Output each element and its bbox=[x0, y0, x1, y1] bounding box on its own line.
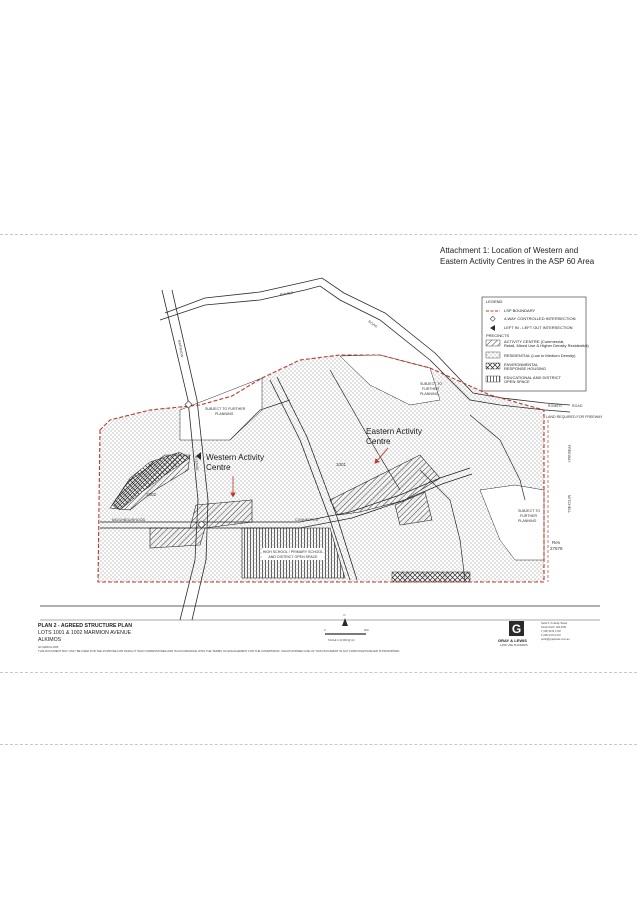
internal-road-a-edge bbox=[276, 376, 358, 581]
legend-activity-1: ACTIVITY CENTRE (Commercial, bbox=[504, 339, 564, 344]
firm-tel: T (08) 9474 1722 bbox=[541, 629, 561, 633]
eastern-activity-label-line1: Eastern Activity bbox=[366, 427, 423, 436]
legend-left-in-icon bbox=[490, 325, 495, 331]
plan-lots: LOTS 1001 & 1002 MARMION AVENUE bbox=[38, 630, 132, 636]
legend-educational-swatch bbox=[485, 375, 501, 383]
school-label-box bbox=[262, 548, 324, 560]
lsp-boundary bbox=[97, 354, 545, 583]
school-label-line1: HIGH SCHOOL / PRIMARY SCHOOL bbox=[263, 550, 323, 554]
note-subject-right-2: FURTHER bbox=[520, 514, 538, 518]
legend-activity-2: Retail, Mixed Use & Higher Density Resid… bbox=[504, 343, 589, 348]
legend-educational-1: EDUCATIONAL AND DISTRICT bbox=[504, 375, 561, 380]
further-planning-area-north bbox=[179, 377, 263, 441]
scale-end: 20m bbox=[364, 628, 369, 632]
label-road-top: ROAD bbox=[367, 320, 378, 330]
label-connector: CONNECTOR bbox=[295, 518, 319, 522]
legend-environmental-swatch bbox=[485, 362, 501, 370]
legend-environmental-2: RESPONSE HOUSING bbox=[504, 366, 546, 371]
scan-line-bottom bbox=[0, 744, 637, 746]
reserve-label-2: 27678 bbox=[550, 546, 563, 551]
lot-1001-label: 1001 bbox=[336, 462, 347, 467]
plan-date: 4th MARCH 2005 bbox=[38, 645, 59, 649]
label-mitchell: MITCHELL bbox=[567, 495, 571, 513]
eastern-activity-label-line2: Centre bbox=[366, 437, 391, 446]
internal-road-c bbox=[419, 469, 466, 581]
western-activity-label-line1: Western Activity bbox=[206, 453, 265, 462]
firm-logo: G bbox=[509, 621, 524, 636]
scan-line-mid bbox=[0, 672, 637, 674]
legend-precincts: PRECINCTS bbox=[486, 333, 509, 338]
legend: LEGEND LSP BOUNDARY 4-WAY CONTROLLED INT… bbox=[481, 296, 589, 392]
legend-educational-2: OPEN SPACE bbox=[504, 379, 530, 384]
attachment-title-line2: Eastern Activity Centres in the ASP 60 A… bbox=[440, 257, 595, 266]
north-letter: N bbox=[344, 613, 346, 617]
four-way-intersection-marker-2 bbox=[197, 520, 206, 529]
plan-disclaimer: THIS DOCUMENT MAY ONLY BE USED FOR THE P… bbox=[38, 649, 400, 653]
legend-heading: LEGEND bbox=[486, 299, 503, 304]
internal-road-a bbox=[269, 379, 351, 581]
note-subject-mid-2: FURTHER bbox=[422, 387, 440, 391]
firm-name: GRAY & LEWIS bbox=[498, 638, 527, 643]
firm-fax: F (08) 9474 1172 bbox=[541, 633, 561, 637]
legend-residential-swatch bbox=[485, 351, 501, 359]
scale-text: SCALE 1:10 000 @ A4 bbox=[328, 638, 355, 642]
note-subject-mid-3: PLANNING bbox=[420, 392, 439, 396]
environmental-housing-east bbox=[391, 571, 471, 583]
note-subject-right-3: PLANNING bbox=[518, 519, 537, 523]
reserve-label-1: Res bbox=[552, 540, 561, 545]
firm-email: perth@graylewis.com.au bbox=[541, 637, 570, 641]
western-activity-label-line2: Centre bbox=[206, 463, 231, 472]
legend-residential: RESIDENTIAL (Low to Medium Density) bbox=[504, 353, 576, 358]
note-subject-top-2: PLANNING bbox=[215, 412, 234, 416]
note-subject-mid-1: SUBJECT TO bbox=[420, 382, 442, 386]
romeo-road-top bbox=[159, 285, 571, 413]
label-marmion: MARMION bbox=[177, 339, 184, 358]
legend-left-in: LEFT IN - LEFT OUT INTERSECTION bbox=[504, 325, 573, 330]
firm-address-1: Suite 5, 2 Hardy Street bbox=[541, 621, 568, 625]
scale-zero: 0 bbox=[324, 628, 326, 632]
note-subject-right-1: SUBJECT TO bbox=[518, 509, 540, 513]
eastern-activity-centre-area bbox=[329, 454, 441, 516]
label-romeo-top: ROMEO bbox=[279, 291, 293, 297]
north-arrow bbox=[342, 618, 348, 626]
school-label-line2: AND DISTRICT OPEN SPACE bbox=[268, 555, 318, 559]
environmental-housing-west bbox=[111, 451, 191, 511]
four-way-intersection-marker-1 bbox=[184, 400, 193, 409]
label-road-right: ROAD bbox=[572, 404, 583, 408]
legend-environmental-1: ENVIRONMENTAL bbox=[504, 362, 539, 367]
legend-activity-swatch bbox=[485, 339, 501, 347]
internal-road-d bbox=[229, 399, 291, 441]
label-neighbourhood: NEIGHBOURHOOD bbox=[112, 518, 146, 522]
plan-suburb: ALKIMOS bbox=[38, 637, 62, 643]
label-avenue: AVENUE bbox=[194, 456, 199, 472]
plan-title: PLAN 2 - AGREED STRUCTURE PLAN bbox=[38, 623, 132, 629]
eastern-activity-centre-area-2 bbox=[394, 491, 433, 526]
legend-boundary: LSP BOUNDARY bbox=[504, 308, 536, 313]
neighbourhood-connector-edge bbox=[100, 473, 473, 529]
label-romeo-right: ROMEO bbox=[548, 404, 562, 408]
note-subject-top-1: SUBJECT TO FURTHER bbox=[205, 407, 246, 411]
eastern-activity-arrow bbox=[374, 447, 389, 465]
firm-tagline: LAND USE PLANNERS bbox=[500, 643, 528, 647]
internal-road-e bbox=[469, 414, 526, 501]
romeo-road-top-edge bbox=[164, 277, 571, 406]
lot-1002-label: 1002 bbox=[146, 492, 157, 497]
note-land-required: LAND REQUIRED FOR FREEWAY bbox=[546, 415, 603, 419]
legend-four-way: 4-WAY CONTROLLED INTERSECTION bbox=[504, 316, 576, 321]
label-freeway: FREEWAY bbox=[567, 445, 571, 463]
firm-logo-letter: G bbox=[512, 622, 521, 636]
left-in-left-out-marker bbox=[196, 452, 201, 460]
scan-line-top bbox=[0, 234, 637, 236]
attachment-title-line1: Attachment 1: Location of Western and bbox=[440, 246, 578, 255]
legend-four-way-icon bbox=[489, 315, 496, 322]
marmion-avenue bbox=[161, 289, 199, 621]
marmion-avenue-edge bbox=[171, 289, 209, 621]
firm-address-2: South Perth, WA 6151 bbox=[541, 625, 567, 629]
